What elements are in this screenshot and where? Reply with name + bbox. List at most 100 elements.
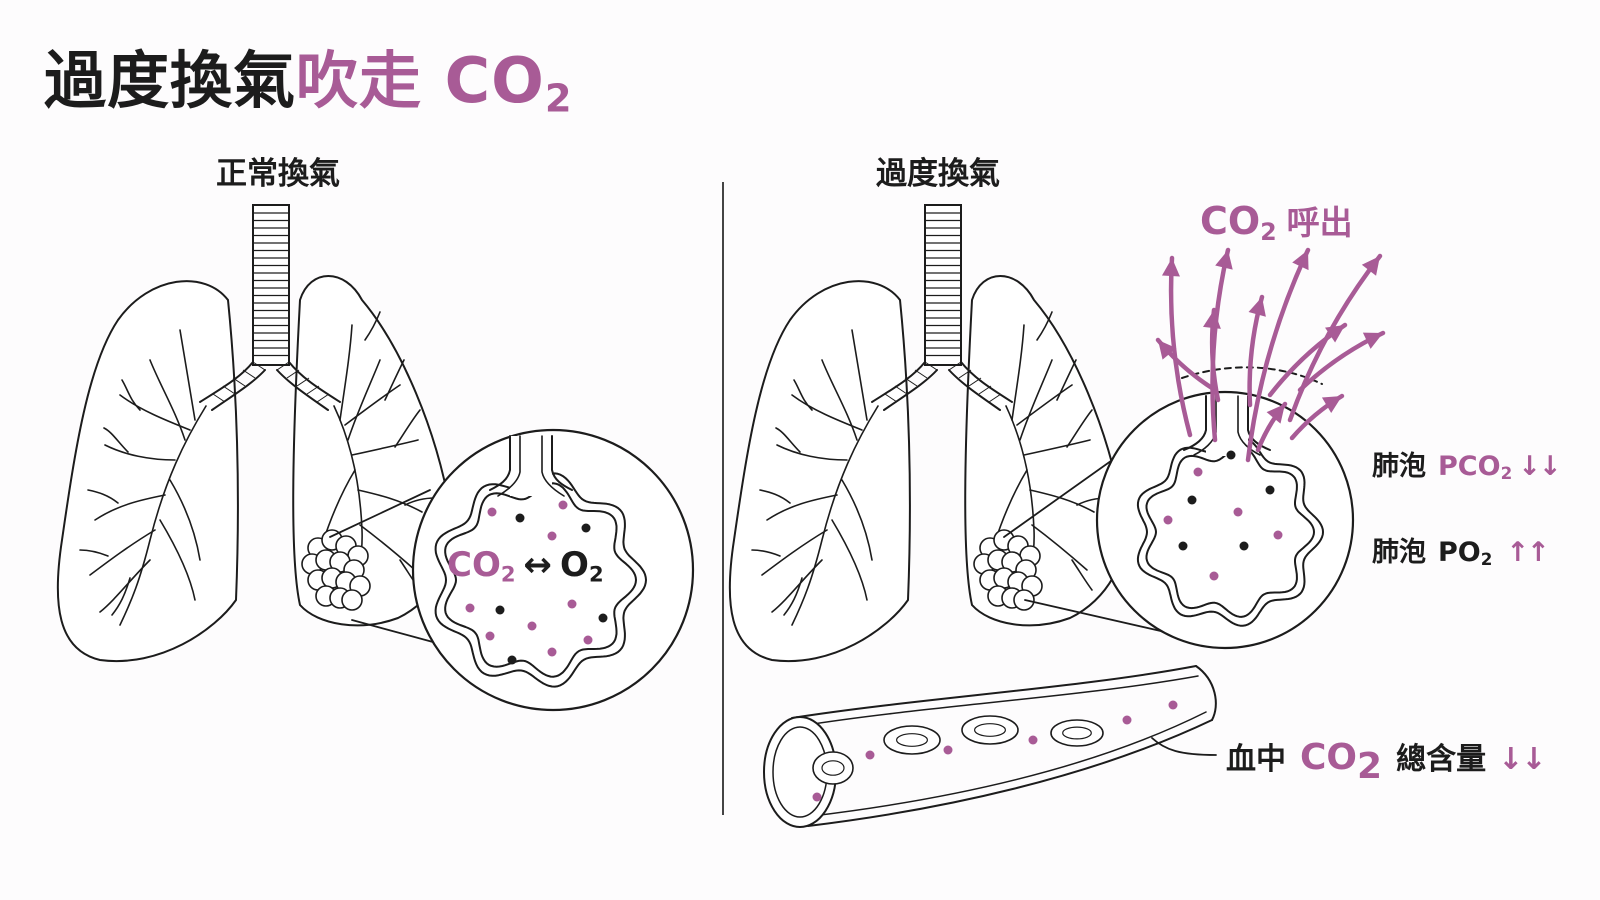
bronchus-ring [306, 385, 320, 395]
left-bronchial-branch [776, 444, 848, 461]
right-bronchial-branch [1071, 559, 1093, 591]
bronchus-ring [286, 369, 300, 379]
left-bronchial-branch [771, 559, 823, 613]
hyperventilation-zoom-circle [1095, 390, 1355, 650]
right-bronchial-branch [1031, 524, 1088, 571]
left-bronchial-branch [79, 549, 109, 557]
alveolar-duct-left [1183, 395, 1207, 451]
left-bronchial-branch [831, 519, 868, 601]
bronchus-ring [904, 377, 918, 387]
left-bronchial-branch [841, 479, 873, 561]
right-bronchial-branch [1019, 359, 1053, 441]
hyperventilation-heading: 過度換氣 [876, 156, 1000, 192]
bronchus-ring [884, 393, 898, 403]
o2-molecule-dot [581, 523, 591, 533]
o2-molecule-dot [495, 605, 505, 615]
o2-molecule-dot [1187, 495, 1197, 505]
bronchus-ring [296, 377, 310, 387]
bronchus-ring [948, 361, 962, 371]
co2-arrow-head [1361, 256, 1380, 276]
left-bronchial-branch [104, 444, 176, 461]
co2-molecule-dot [527, 621, 537, 631]
left-bronchial-branch [121, 379, 141, 411]
blood-vessel-illustration [763, 665, 1217, 828]
right-bronchial-branch [1023, 439, 1091, 456]
co2-exhale-arrows [1155, 247, 1386, 463]
bronchus-ring [924, 361, 938, 371]
co2-molecule-dot [558, 500, 568, 510]
right-bronchial-branch [1029, 489, 1095, 513]
co2-arrow-head [1362, 332, 1383, 349]
left-bronchial-branch [149, 359, 186, 441]
right-bronchial-branch [1016, 384, 1073, 426]
blood-co2-dot [1168, 700, 1178, 710]
red-blood-cell [961, 715, 1019, 745]
left-bronchial-branch [94, 494, 166, 521]
co2-arrow-head [1161, 258, 1180, 277]
co2-molecule-dot [1209, 571, 1219, 581]
vessel-outer-top [791, 665, 1197, 719]
blood-co2-dot [1122, 715, 1132, 725]
left-bronchial-branch [119, 405, 207, 626]
co2-molecule-dot [487, 507, 497, 517]
bronchus-ring [212, 393, 226, 403]
left-bronchial-branch [759, 489, 791, 504]
blood-co2-dot [1028, 735, 1038, 745]
right-main-bronchus-outer [288, 361, 341, 403]
o2-molecule-dot [1226, 450, 1236, 460]
co2-arrow-head [1292, 250, 1309, 271]
left-bronchial-branch [783, 577, 803, 616]
co2-arrow-head [1158, 340, 1177, 360]
alveolus-wall-outer [434, 472, 647, 688]
right-bronchial-branch [344, 384, 401, 426]
co2-molecule-dot [547, 531, 557, 541]
title-accent: 吹走 CO2 [296, 44, 573, 122]
left-bronchial-branch [766, 494, 838, 521]
left-bronchial-branch [111, 577, 131, 616]
alveolar-duct-right [551, 435, 573, 491]
alveolar-sac [341, 589, 363, 611]
left-main-bronchus-outer [871, 361, 926, 403]
red-blood-cell [883, 725, 941, 755]
vessel-inner-top [799, 675, 1199, 727]
left-bronchial-branch [761, 529, 828, 576]
red-blood-cell-center [895, 733, 928, 747]
right-bronchial-branch [384, 359, 405, 401]
red-blood-cell-center [821, 760, 845, 776]
bronchus-ring [242, 369, 256, 379]
right-main-bronchus-inner [276, 369, 329, 411]
o2-molecule-dot [598, 613, 608, 623]
right-bronchial-branch [1011, 324, 1025, 421]
bronchus-ring [894, 385, 908, 395]
co2-arrow-head [1321, 396, 1342, 413]
left-bronchial-branch [775, 427, 801, 453]
title-main: 過度換氣 [44, 44, 297, 117]
co2-molecule-dot [1273, 530, 1283, 540]
left-bronchial-branch [751, 549, 781, 557]
normal-alveolus-zoom [329, 428, 695, 712]
left-main-bronchus-outer [199, 361, 254, 403]
gas-exchange-label: CO2↔O2 [447, 545, 604, 587]
bronchus-ring [316, 393, 330, 403]
right-bronchial-branch [357, 489, 423, 513]
alveolar-duct-right-inner [541, 435, 565, 497]
o2-molecule-dot [507, 655, 517, 665]
alveolus-wall-inner [444, 482, 637, 678]
left-bronchial-branch [791, 405, 879, 626]
red-blood-cell-center [973, 723, 1006, 737]
right-main-bronchus-outer [960, 361, 1013, 403]
zoom-line-top [329, 489, 431, 538]
co2-arrow-shaft [1245, 247, 1311, 463]
left-bronchial-branch [793, 379, 813, 411]
right-bronchial-branch [351, 439, 419, 456]
hyperventilation-alveolus-zoom [1003, 366, 1355, 650]
o2-molecule-dot [1239, 541, 1249, 551]
vessel-outer-bottom [807, 719, 1213, 827]
co2-molecule-dot [1233, 507, 1243, 517]
co2-molecule-dot [485, 631, 495, 641]
bronchus-ring [276, 361, 290, 371]
co2-molecule-dot [547, 647, 557, 657]
